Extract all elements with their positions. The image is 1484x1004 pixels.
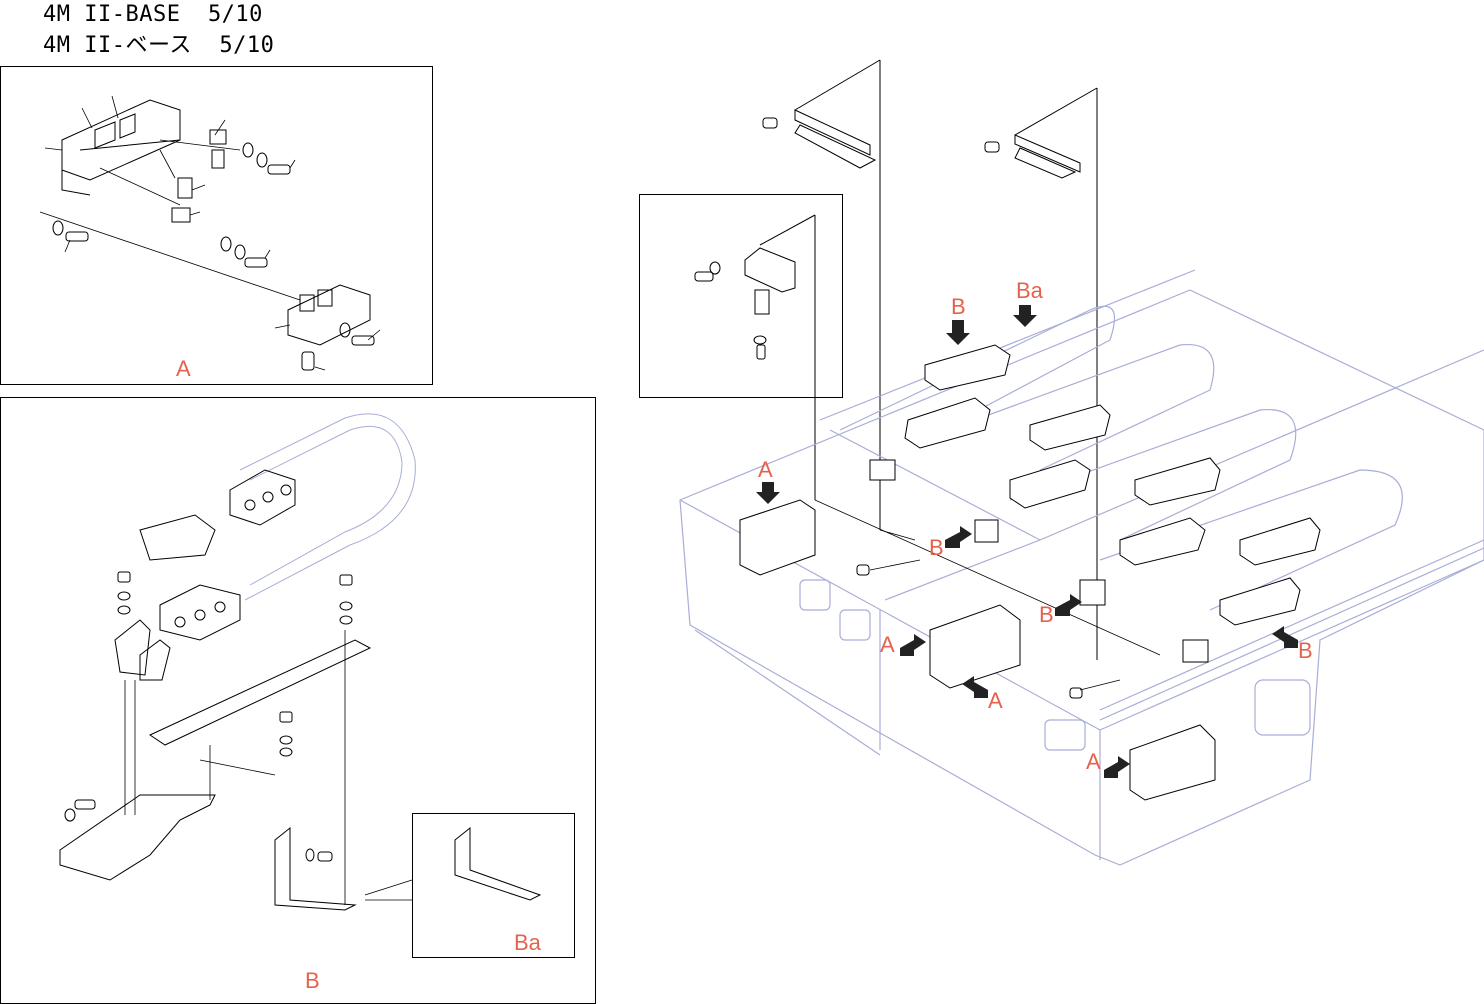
panel-b-cable-chain <box>240 414 415 600</box>
main-valve-a2 <box>930 605 1020 688</box>
main-valve-a1 <box>740 500 815 575</box>
arrow-main-a2 <box>900 634 926 656</box>
main-chain-link-1 <box>925 345 1010 390</box>
label-main-b3: B <box>1039 604 1054 626</box>
main-plate-4 <box>1183 640 1208 662</box>
main-chain-link-2 <box>905 398 990 448</box>
arrow-main-ba <box>1013 305 1037 327</box>
panel-ba-bracket <box>455 828 540 900</box>
label-panel-b: B <box>305 970 320 992</box>
main-components <box>740 345 1320 800</box>
panel-a-bracket-plate <box>62 100 180 195</box>
label-main-a2: A <box>880 634 895 656</box>
label-panel-a: A <box>176 358 191 380</box>
panel-a-fittings <box>53 130 290 267</box>
main-chain-link-6 <box>1120 518 1205 565</box>
main-screw-1 <box>857 565 869 575</box>
label-main-ba: Ba <box>1016 280 1043 302</box>
main-valve-a3 <box>1130 725 1215 800</box>
main-chain-link-5 <box>1135 458 1220 505</box>
main-chain-link-7 <box>1240 518 1320 565</box>
arrow-main-a4 <box>1104 756 1130 778</box>
label-main-a3: A <box>988 690 1003 712</box>
arrow-main-b1 <box>946 320 970 345</box>
label-main-b4: B <box>1298 640 1313 662</box>
inset-bracket-parts <box>695 215 815 500</box>
callout-arrows <box>756 305 1298 778</box>
main-screw-2 <box>1070 688 1082 698</box>
panel-b-brackets <box>60 515 370 910</box>
panel-b-leader-lines <box>125 630 412 905</box>
main-plate-3 <box>1080 580 1105 605</box>
main-plate-1 <box>870 460 895 480</box>
label-main-a1: A <box>758 459 773 481</box>
main-base-frame <box>680 270 1484 865</box>
arrow-main-b3 <box>1055 594 1082 616</box>
main-top-brackets <box>763 60 1097 660</box>
label-main-b2: B <box>929 537 944 559</box>
panel-b-screws <box>65 572 352 861</box>
main-chain-link-8 <box>1220 578 1300 625</box>
main-chain-link-4 <box>1010 460 1090 508</box>
label-panel-ba: Ba <box>514 932 541 954</box>
panel-b-chain-links <box>160 470 295 640</box>
arrow-main-b4 <box>1272 626 1298 648</box>
label-main-b1: B <box>951 296 966 318</box>
arrow-main-b2 <box>945 526 972 548</box>
main-plate-2 <box>975 520 998 542</box>
panel-a-valve-block <box>288 285 374 370</box>
label-main-a4: A <box>1086 751 1101 773</box>
arrow-main-a1 <box>756 482 780 504</box>
